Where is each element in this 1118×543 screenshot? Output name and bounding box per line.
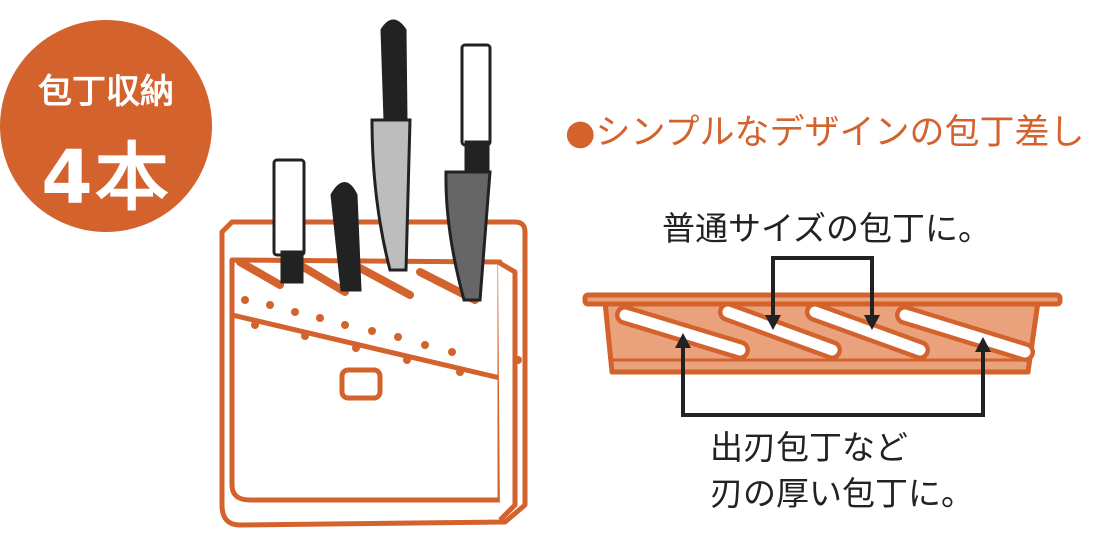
block-holes bbox=[241, 296, 522, 376]
arrows-normal bbox=[771, 256, 874, 322]
caption-normal: 普通サイズの包丁に。 bbox=[662, 209, 992, 248]
knife-3 bbox=[370, 19, 412, 272]
caption-thick-line1: 出刃包丁など bbox=[710, 428, 908, 467]
badge-circle bbox=[0, 20, 212, 232]
badge-label: 包丁収納 bbox=[38, 72, 174, 112]
arrows-thick bbox=[681, 345, 985, 417]
knife-4 bbox=[444, 43, 492, 302]
arrowheads bbox=[675, 315, 991, 352]
headline: ●シンプルなデザインの包丁差し bbox=[565, 113, 1085, 153]
caption-thick-line2: 刃の厚い包丁に。 bbox=[710, 474, 974, 513]
knife-2 bbox=[330, 182, 362, 292]
caption-thick: 出刃包丁など 刃の厚い包丁に。 bbox=[710, 425, 974, 517]
badge-count: 4本 bbox=[41, 135, 171, 221]
knife-tray bbox=[582, 292, 1063, 375]
knife-1 bbox=[272, 158, 306, 284]
knife-block bbox=[219, 219, 528, 528]
